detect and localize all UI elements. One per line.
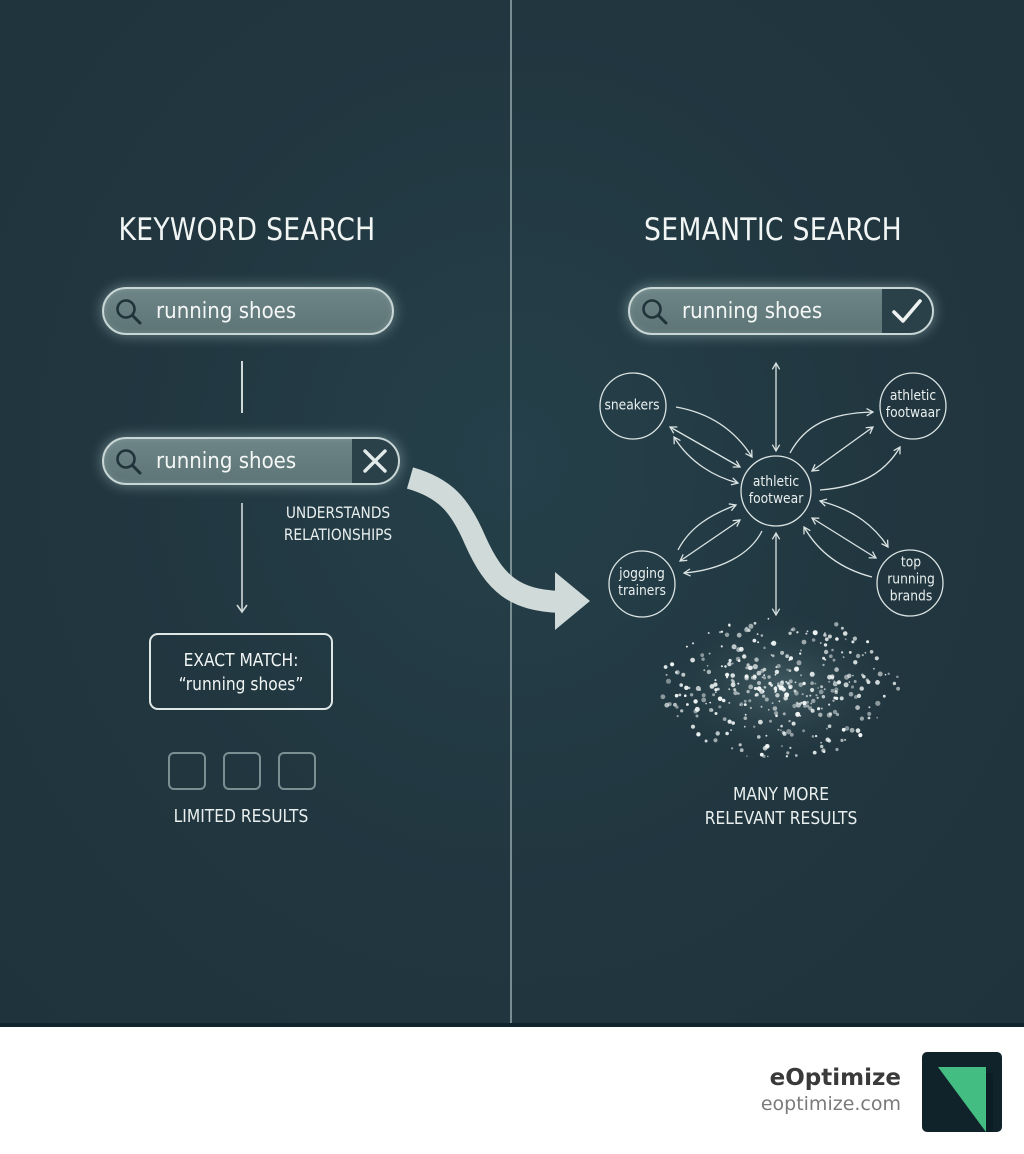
brand-logo-icon bbox=[922, 1052, 1002, 1132]
search-icon bbox=[116, 449, 142, 475]
result-placeholder bbox=[278, 752, 316, 790]
connector-line bbox=[241, 361, 243, 413]
node-top-running-brands: top running brands bbox=[887, 554, 935, 605]
search-icon bbox=[642, 299, 668, 325]
keyword-search-bar-mid[interactable]: running shoes bbox=[102, 437, 400, 485]
keyword-search-title: KEYWORD SEARCH bbox=[118, 212, 376, 248]
node-sneakers: sneakers bbox=[604, 397, 660, 414]
search-query: running shoes bbox=[156, 449, 297, 474]
match-indicator bbox=[882, 289, 932, 333]
search-query: running shoes bbox=[682, 299, 823, 324]
limited-results-label: LIMITED RESULTS bbox=[173, 806, 309, 827]
comparison-panel: KEYWORD SEARCH running shoes running sho… bbox=[0, 0, 1024, 1024]
search-query: running shoes bbox=[156, 299, 297, 324]
check-icon bbox=[892, 299, 922, 323]
results-particle-cloud bbox=[655, 607, 905, 767]
exact-match-box: EXACT MATCH: “running shoes” bbox=[149, 633, 333, 710]
semantic-relationship-graph bbox=[599, 361, 947, 618]
result-placeholder bbox=[168, 752, 206, 790]
center-divider bbox=[510, 0, 512, 1024]
node-jogging-trainers: jogging trainers bbox=[618, 566, 666, 599]
node-athletic-footwaar: athletic footwaar bbox=[885, 388, 941, 421]
brand-url: eoptimize.com bbox=[760, 1093, 901, 1115]
node-athletic-footwear-center: athletic footwear bbox=[748, 474, 804, 507]
search-icon bbox=[116, 299, 142, 325]
result-placeholder bbox=[223, 752, 261, 790]
keyword-search-bar-top[interactable]: running shoes bbox=[102, 287, 394, 335]
transition-arrow-icon bbox=[406, 467, 590, 630]
no-match-indicator bbox=[352, 439, 398, 483]
footer-brand: eOptimize eoptimize.com bbox=[761, 1064, 901, 1116]
understands-relationships-label: UNDERSTANDS RELATIONSHIPS bbox=[283, 503, 393, 544]
semantic-search-bar[interactable]: running shoes bbox=[628, 287, 934, 335]
many-more-results-label: MANY MORE RELEVANT RESULTS bbox=[704, 784, 858, 829]
panel-bottom-border bbox=[0, 1023, 1024, 1027]
semantic-search-title: SEMANTIC SEARCH bbox=[644, 212, 902, 248]
brand-name: eOptimize bbox=[769, 1065, 901, 1091]
down-arrow-icon bbox=[236, 503, 248, 614]
close-icon bbox=[363, 449, 387, 473]
